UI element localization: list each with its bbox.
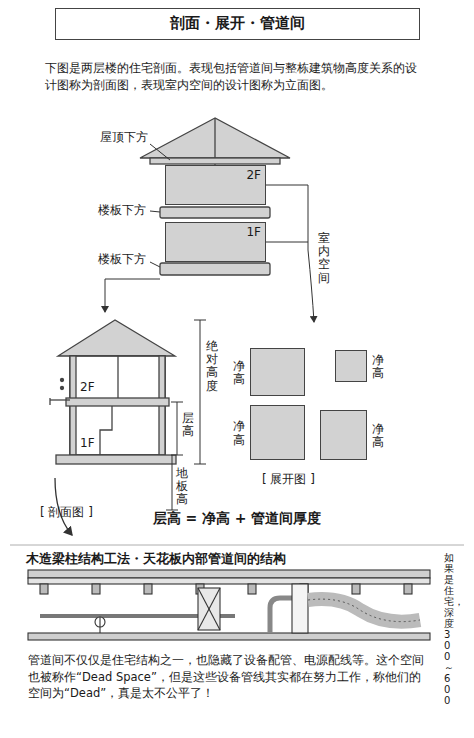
- joist: [352, 584, 360, 594]
- section-drawing: [50, 320, 176, 464]
- room-block: 净高: [250, 348, 305, 396]
- room-block: 1F: [165, 222, 266, 262]
- joist: [144, 584, 152, 594]
- room-block: 净高: [335, 350, 367, 382]
- joist: [404, 584, 412, 594]
- dimension-label: 地板高: [176, 467, 188, 507]
- joist: [92, 584, 100, 594]
- floor-label: 1F: [80, 436, 95, 451]
- intro-text: 下图是两层楼的住宅剖面。表现包括管道间与整栋建筑物高度关系的设计图称为剖面图，表…: [45, 60, 425, 93]
- dimension-lines: [55, 320, 206, 535]
- title-box: 剖面・展开・管道间: [55, 8, 420, 40]
- dimension-label: 层高: [182, 412, 194, 438]
- space-label: 室内空间: [318, 232, 330, 285]
- part-label: 楼板下方: [98, 252, 146, 267]
- room-block: 净高: [320, 410, 367, 460]
- height-label: 净高: [372, 354, 384, 380]
- floor-label: 2F: [80, 380, 95, 395]
- height-label: 净高: [372, 423, 384, 449]
- part-label: 屋顶下方: [100, 130, 148, 145]
- joist: [248, 584, 256, 594]
- drawing-caption: [ 剖面图 ]: [40, 505, 93, 520]
- exploded-house: [140, 118, 290, 275]
- section-heading: 木造梁柱结构工法・天花板内部管道间的结构: [26, 551, 286, 567]
- room-block: 2F: [165, 165, 266, 205]
- part-label: 楼板下方: [98, 203, 146, 218]
- side-note: 如果是住宅，深度 300～600: [444, 552, 454, 706]
- height-label: 净高: [233, 360, 245, 386]
- leader-lines: [105, 144, 314, 322]
- duct-space: [28, 570, 430, 640]
- floor-label: 1F: [246, 225, 261, 240]
- divider: [10, 545, 464, 546]
- room-block: 净高: [250, 405, 305, 460]
- joist: [40, 584, 48, 594]
- formula: 层高 = 净高 + 管道间厚度: [153, 510, 322, 528]
- floor-label: 2F: [246, 168, 261, 183]
- body-text: 管道间不仅仅是住宅结构之一，也隐藏了设备配管、电源配线等。这个空间也被称作“De…: [28, 652, 428, 702]
- drawing-caption: [ 展开图 ]: [262, 472, 315, 487]
- dimension-label: 绝对高度: [206, 340, 218, 393]
- height-label: 净高: [233, 420, 245, 446]
